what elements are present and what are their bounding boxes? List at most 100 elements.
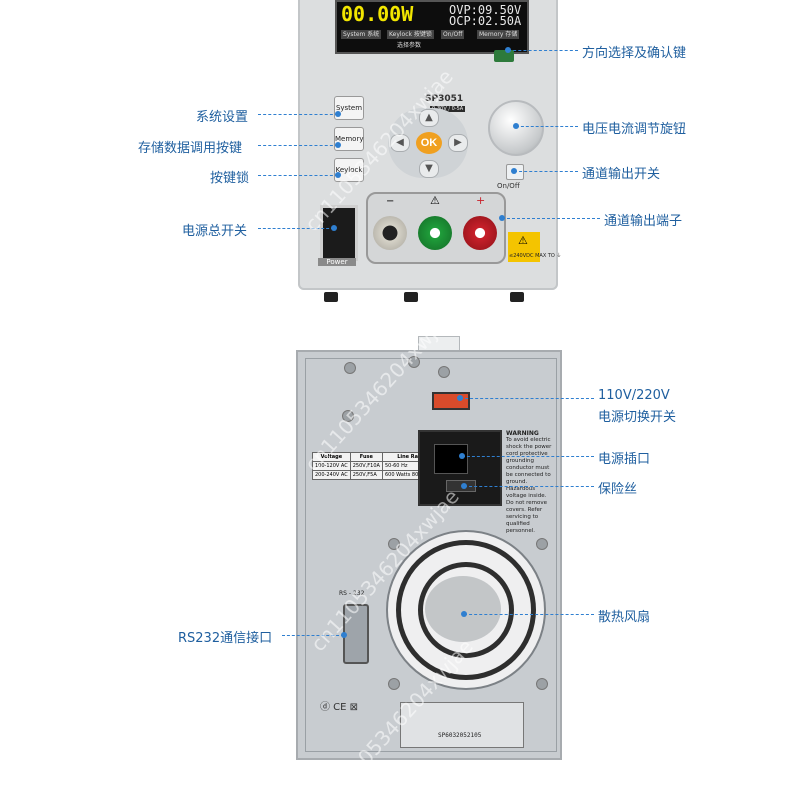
callout-main-switch: 电源总开关 — [182, 224, 248, 239]
leader-power-socket — [462, 456, 594, 457]
leader-dot-fan — [461, 611, 467, 617]
warning-line: Hazardous voltage inside. — [506, 486, 547, 499]
onoff-label: On/Off — [497, 182, 520, 190]
leader-main-switch — [258, 228, 334, 229]
front-foot-left — [324, 292, 338, 302]
leader-output-terminal — [502, 218, 600, 219]
callout-knob: 电压电流调节旋钮 — [582, 122, 687, 137]
table-cell: 250V,F5A — [349, 470, 383, 480]
leader-dot-rs232 — [341, 632, 347, 638]
callout-output-terminal: 通道输出端子 — [604, 214, 683, 229]
table-header: Fuse — [349, 452, 383, 462]
callout-memory-key: 存储数据调用按键 — [138, 141, 243, 156]
terminal-minus-label: − — [386, 196, 395, 207]
fan-hub — [425, 576, 501, 642]
power-switch[interactable] — [320, 205, 358, 261]
fan-grill-inner — [418, 562, 514, 658]
leader-fan — [464, 614, 594, 615]
lcd-menu-select: 选择参数 — [397, 42, 422, 49]
lcd-menu-keylock: Keylock 按键锁 — [387, 30, 434, 39]
table-cell: 250V,F10A — [349, 461, 383, 471]
arrow-right-button[interactable]: ▶ — [448, 134, 468, 152]
lcd-menu-memory: Memory 存储 — [477, 30, 520, 39]
callout-voltage-switch-2: 电源切换开关 — [598, 410, 677, 425]
table-row: 200-240V AC 250V,F5A 600 Watts 800 VA Ma… — [312, 470, 445, 480]
table-header: Voltage — [312, 452, 351, 462]
terminal-green[interactable] — [418, 216, 452, 250]
leader-dot-main-switch — [331, 225, 337, 231]
leader-key-lock — [258, 175, 338, 176]
ok-button[interactable]: OK — [416, 132, 442, 154]
callout-fan: 散热风扇 — [598, 610, 651, 625]
leader-voltage-switch — [460, 398, 594, 399]
serial-number: SP6032052105 — [438, 732, 482, 739]
serial-plate — [400, 702, 524, 748]
leader-dot-memory-key — [335, 142, 341, 148]
table-cell: 200-240V AC — [312, 470, 351, 480]
front-foot-right — [510, 292, 524, 302]
leader-dot-knob — [513, 123, 519, 129]
leader-rs232 — [282, 635, 344, 636]
cooling-fan — [386, 530, 546, 690]
terminal-plus-label: + — [476, 194, 486, 207]
lcd-display: 00.00W OVP:09.50V OCP:02.50A System 系统 K… — [335, 0, 529, 54]
screw-icon — [408, 356, 420, 368]
terminal-black[interactable] — [373, 216, 407, 250]
warning-title: WARNING — [506, 430, 539, 437]
keylock-button[interactable]: Keylock — [334, 158, 364, 182]
terminal-red[interactable] — [463, 216, 497, 250]
lcd-menu-system: System 系统 — [341, 30, 382, 39]
arrow-left-button[interactable]: ◀ — [390, 134, 410, 152]
screw-icon — [438, 366, 450, 378]
leader-dot-system-setup — [335, 111, 341, 117]
leader-dot-nav-confirm — [505, 47, 511, 53]
leader-knob — [516, 126, 578, 127]
model-range: 0-30V / 0-5A — [430, 106, 466, 112]
warning-icon: ⚠ — [518, 234, 528, 247]
lcd-ovp-readout: OVP:09.50V — [449, 3, 522, 17]
front-foot-center — [404, 292, 418, 302]
arrow-down-button[interactable]: ▼ — [419, 160, 439, 178]
voltage-select-switch[interactable] — [432, 392, 470, 410]
screw-icon — [344, 362, 356, 374]
lcd-menu-onoff: On/Off — [441, 30, 465, 39]
confirm-button[interactable] — [494, 50, 514, 62]
lcd-power-readout: 00.00W — [341, 2, 414, 26]
rating-table: Voltage Fuse Line Rating 100-120V AC 250… — [312, 452, 445, 480]
warning-line: To avoid electric shock the power cord p… — [506, 437, 552, 485]
leader-dot-power-socket — [459, 453, 465, 459]
warning-line: Do not remove covers. Refer servicing to… — [506, 500, 547, 534]
leader-dot-key-lock — [335, 172, 341, 178]
rear-panel-frame — [305, 358, 557, 752]
screw-icon — [388, 538, 400, 550]
leader-memory-key — [258, 145, 338, 146]
lcd-ocp-readout: OCP:02.50A — [449, 14, 522, 28]
leader-dot-voltage-switch — [457, 395, 463, 401]
leader-dot-output-terminal — [499, 215, 505, 221]
leader-dot-output-switch — [511, 168, 517, 174]
leader-dot-fuse — [461, 483, 467, 489]
arrow-up-button[interactable]: ▲ — [419, 109, 439, 127]
power-label: Power — [318, 258, 356, 266]
callout-output-switch: 通道输出开关 — [582, 167, 661, 182]
screw-icon — [536, 678, 548, 690]
callout-nav-confirm: 方向选择及确认键 — [582, 46, 687, 61]
warning-triangle-icon: ⚠ — [430, 194, 440, 207]
rs232-label: RS - 232 — [339, 590, 365, 597]
table-cell: 100-120V AC — [312, 461, 351, 471]
leader-fuse — [464, 486, 594, 487]
memory-button[interactable]: Memory — [334, 127, 364, 151]
callout-key-lock: 按键锁 — [210, 171, 250, 186]
callout-rs232: RS232通信接口 — [178, 631, 273, 646]
screw-icon — [536, 538, 548, 550]
power-socket-inlet — [434, 444, 468, 474]
ground-screw-icon — [342, 410, 354, 422]
output-terminals: − ⚠ + — [366, 192, 506, 264]
warning-block: WARNING To avoid electric shock the powe… — [506, 430, 556, 535]
voltage-warning-text: ≤240VDC MAX TO ⏚ — [509, 253, 562, 259]
fan-grill-outer — [396, 540, 536, 680]
voltage-warning-label: ⚠ — [508, 232, 540, 262]
leader-nav-confirm — [508, 50, 578, 51]
certification-marks: ⓓ CE ⊠ — [320, 702, 359, 713]
leader-output-switch — [514, 171, 578, 172]
